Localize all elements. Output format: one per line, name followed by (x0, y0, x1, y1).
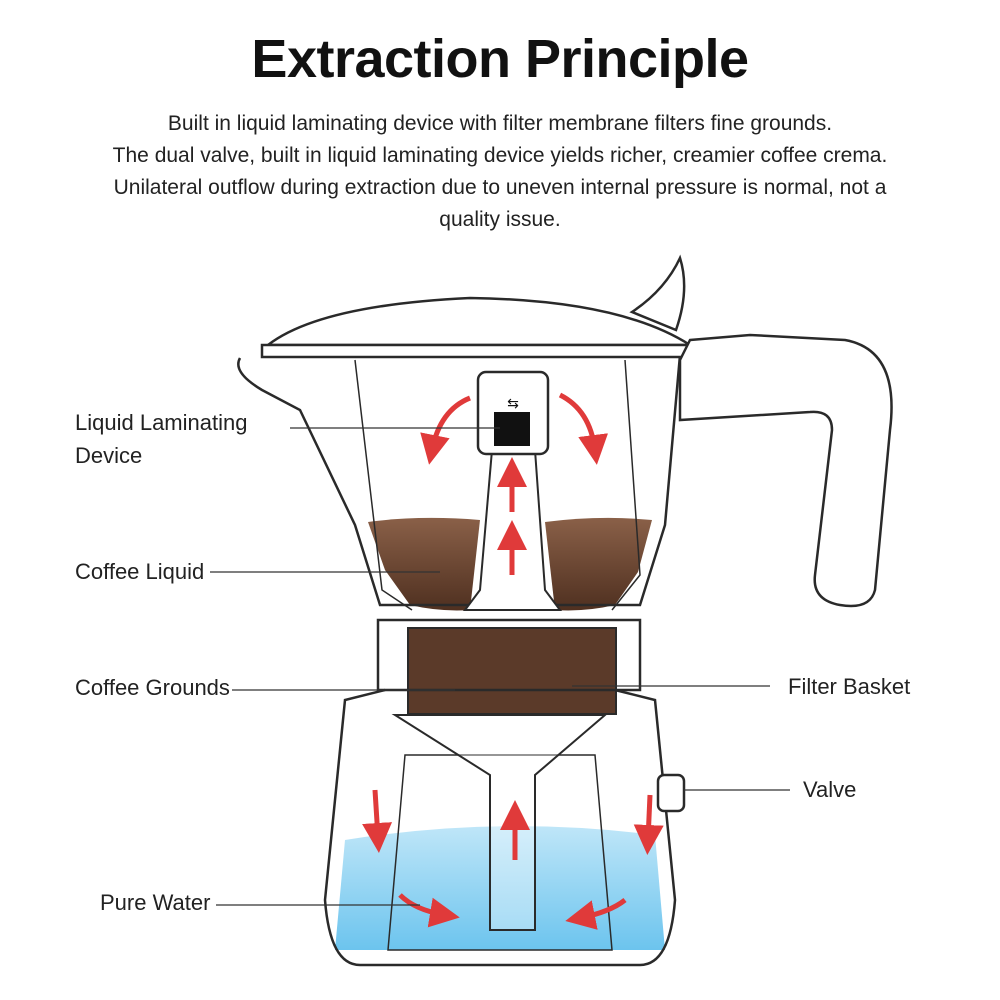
valve-knob (656, 773, 686, 813)
handle (678, 333, 893, 608)
leader-lines (210, 427, 790, 906)
coffee-grounds (407, 627, 617, 715)
gasket-ring (376, 618, 642, 692)
label-line: Liquid Laminating (75, 410, 248, 435)
flow-arrows (362, 392, 664, 930)
label-valve: Valve (803, 777, 857, 802)
label-coffee-liquid: Coffee Liquid (75, 559, 205, 584)
label-coffee-grounds: Coffee Grounds (75, 675, 230, 700)
label-filter-basket: Filter Basket (788, 674, 911, 699)
coffee-liquid-right (545, 517, 652, 611)
lid (264, 296, 695, 347)
arrow-water-down-right (633, 794, 664, 855)
description-line: Built in liquid laminating device with f… (167, 112, 833, 135)
lid-rim (260, 343, 694, 359)
label-pure-water: Pure Water (100, 890, 211, 915)
coffee-liquid-left (368, 517, 480, 611)
label-liquid-laminating-device: Liquid Laminating Device (75, 406, 247, 472)
arrow-water-bottom-left (398, 893, 460, 928)
label-line: Device (75, 443, 143, 468)
lower-chamber (323, 688, 677, 967)
lower-chamber-inner (387, 754, 613, 951)
lid-knob (629, 254, 686, 332)
laminating-device-core (494, 412, 530, 446)
description: Built in liquid laminating device with f… (90, 108, 910, 236)
laminating-device-symbol: ⇆ (507, 396, 519, 412)
arrow-top-left (420, 395, 472, 465)
description-line: quality issue. (439, 208, 561, 231)
description-line: Unilateral outflow during extraction due… (113, 176, 887, 199)
upper-chamber (237, 354, 682, 607)
arrow-top-right (558, 392, 609, 465)
page-title: Extraction Principle (251, 29, 749, 89)
arrow-water-bottom-right (565, 898, 627, 930)
arrow-water-down-left (362, 789, 393, 853)
description-line: The dual valve, built in liquid laminati… (112, 144, 888, 167)
upper-chamber-inner (354, 359, 641, 611)
